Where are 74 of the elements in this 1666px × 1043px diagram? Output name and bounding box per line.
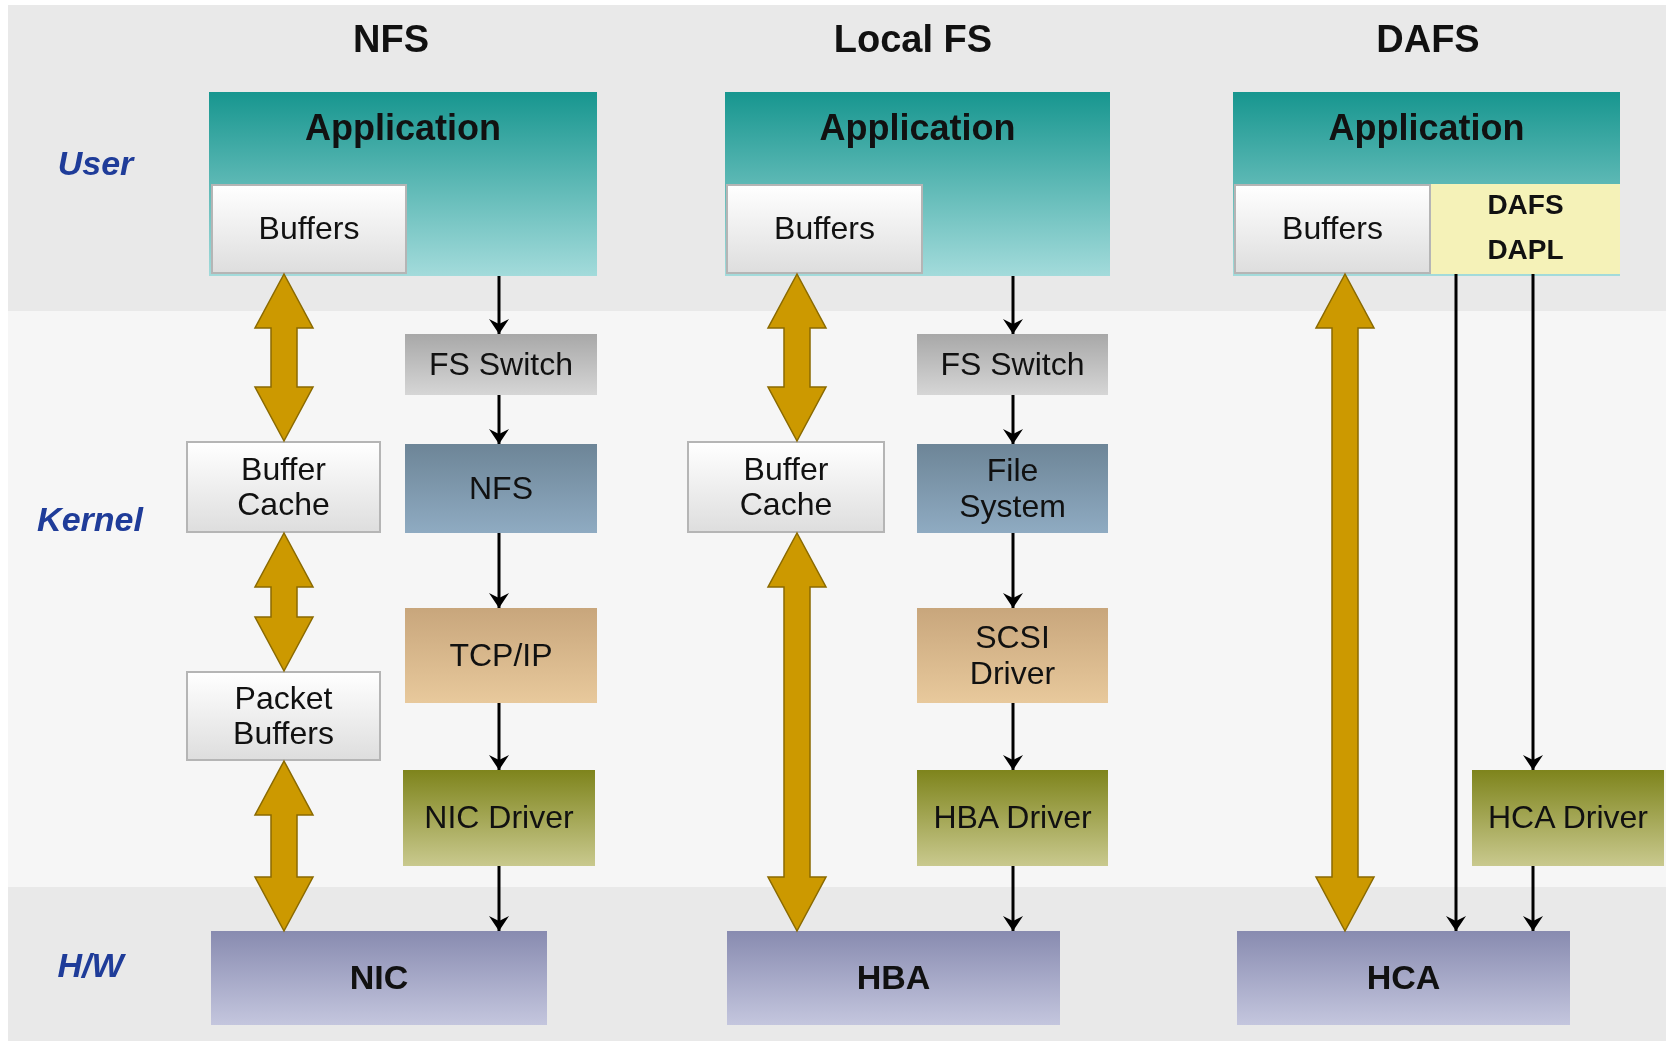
- filesystem-box: [405, 444, 597, 533]
- box-label: Buffers: [258, 211, 360, 247]
- arrow: [1523, 866, 1543, 931]
- double-arrow: [253, 531, 315, 673]
- arrow: [489, 866, 509, 931]
- column-heading: DAFS: [1375, 18, 1481, 61]
- filesystem-box: [917, 444, 1108, 533]
- box-label: SCSI Driver: [968, 620, 1057, 691]
- layer-band: [8, 887, 1666, 1041]
- arrow: [489, 395, 509, 444]
- box-label: FS Switch: [429, 346, 573, 383]
- library-box: [1431, 227, 1620, 274]
- layer-label: User: [56, 145, 136, 183]
- arrow: [489, 703, 509, 770]
- box-label: DAFS: [1487, 190, 1564, 221]
- double-arrow: [766, 531, 828, 933]
- driver-box: [403, 770, 595, 866]
- layer-band: [8, 311, 1666, 887]
- box-label: Buffers: [1282, 211, 1383, 247]
- hardware-box: [211, 931, 547, 1025]
- layer-label: Kernel: [36, 501, 145, 539]
- buffer-box: [687, 441, 885, 533]
- arrow: [489, 533, 509, 608]
- box-label: FS Switch: [940, 346, 1085, 383]
- box-title: Application: [304, 108, 502, 148]
- double-arrow: [253, 272, 315, 443]
- protocol-box: [917, 608, 1108, 703]
- application-box: [209, 92, 597, 276]
- hardware-box: [1237, 931, 1570, 1025]
- driver-box: [917, 770, 1108, 866]
- layer-band: [8, 5, 1666, 311]
- box-label: Buffers: [774, 211, 875, 247]
- application-box: [1233, 92, 1620, 276]
- protocol-box: [405, 608, 597, 703]
- hardware-box: [727, 931, 1060, 1025]
- box-label: HCA Driver: [1488, 800, 1648, 836]
- box-label: HCA: [1366, 959, 1441, 997]
- box-label: Buffer Cache: [236, 451, 331, 523]
- switch-box: [917, 334, 1108, 395]
- arrow: [1523, 274, 1543, 770]
- box-title: Application: [818, 108, 1017, 148]
- arrow: [1003, 533, 1023, 608]
- box-label: NFS: [469, 470, 533, 507]
- arrow: [489, 276, 509, 334]
- box-label: HBA: [856, 959, 931, 997]
- arrow: [1003, 703, 1023, 770]
- buffer-box: [1234, 184, 1431, 274]
- double-arrow: [766, 272, 828, 443]
- switch-box: [405, 334, 597, 395]
- buffer-box: [726, 184, 923, 274]
- box-title: Application: [1327, 108, 1526, 148]
- arrow: [1003, 395, 1023, 444]
- buffer-box: [211, 184, 407, 274]
- application-box: [725, 92, 1110, 276]
- box-label: NIC Driver: [424, 800, 574, 836]
- box-label: HBA Driver: [933, 800, 1092, 836]
- double-arrow: [253, 759, 315, 933]
- driver-box: [1472, 770, 1664, 866]
- buffer-box: [186, 441, 381, 533]
- arrow: [1003, 866, 1023, 931]
- layer-label: H/W: [56, 947, 127, 985]
- box-label: Packet Buffers: [232, 680, 335, 752]
- arrow: [1003, 276, 1023, 334]
- column-heading: Local FS: [832, 18, 994, 61]
- box-label: DAPL: [1487, 235, 1564, 266]
- double-arrow: [1314, 272, 1376, 933]
- arrow: [1446, 274, 1466, 931]
- library-box: [1431, 184, 1620, 227]
- box-label: Buffer Cache: [738, 451, 834, 523]
- box-label: File System: [958, 453, 1067, 524]
- box-label: NIC: [349, 959, 409, 997]
- column-heading: NFS: [352, 18, 430, 61]
- box-label: TCP/IP: [449, 637, 553, 674]
- buffer-box: [186, 671, 381, 761]
